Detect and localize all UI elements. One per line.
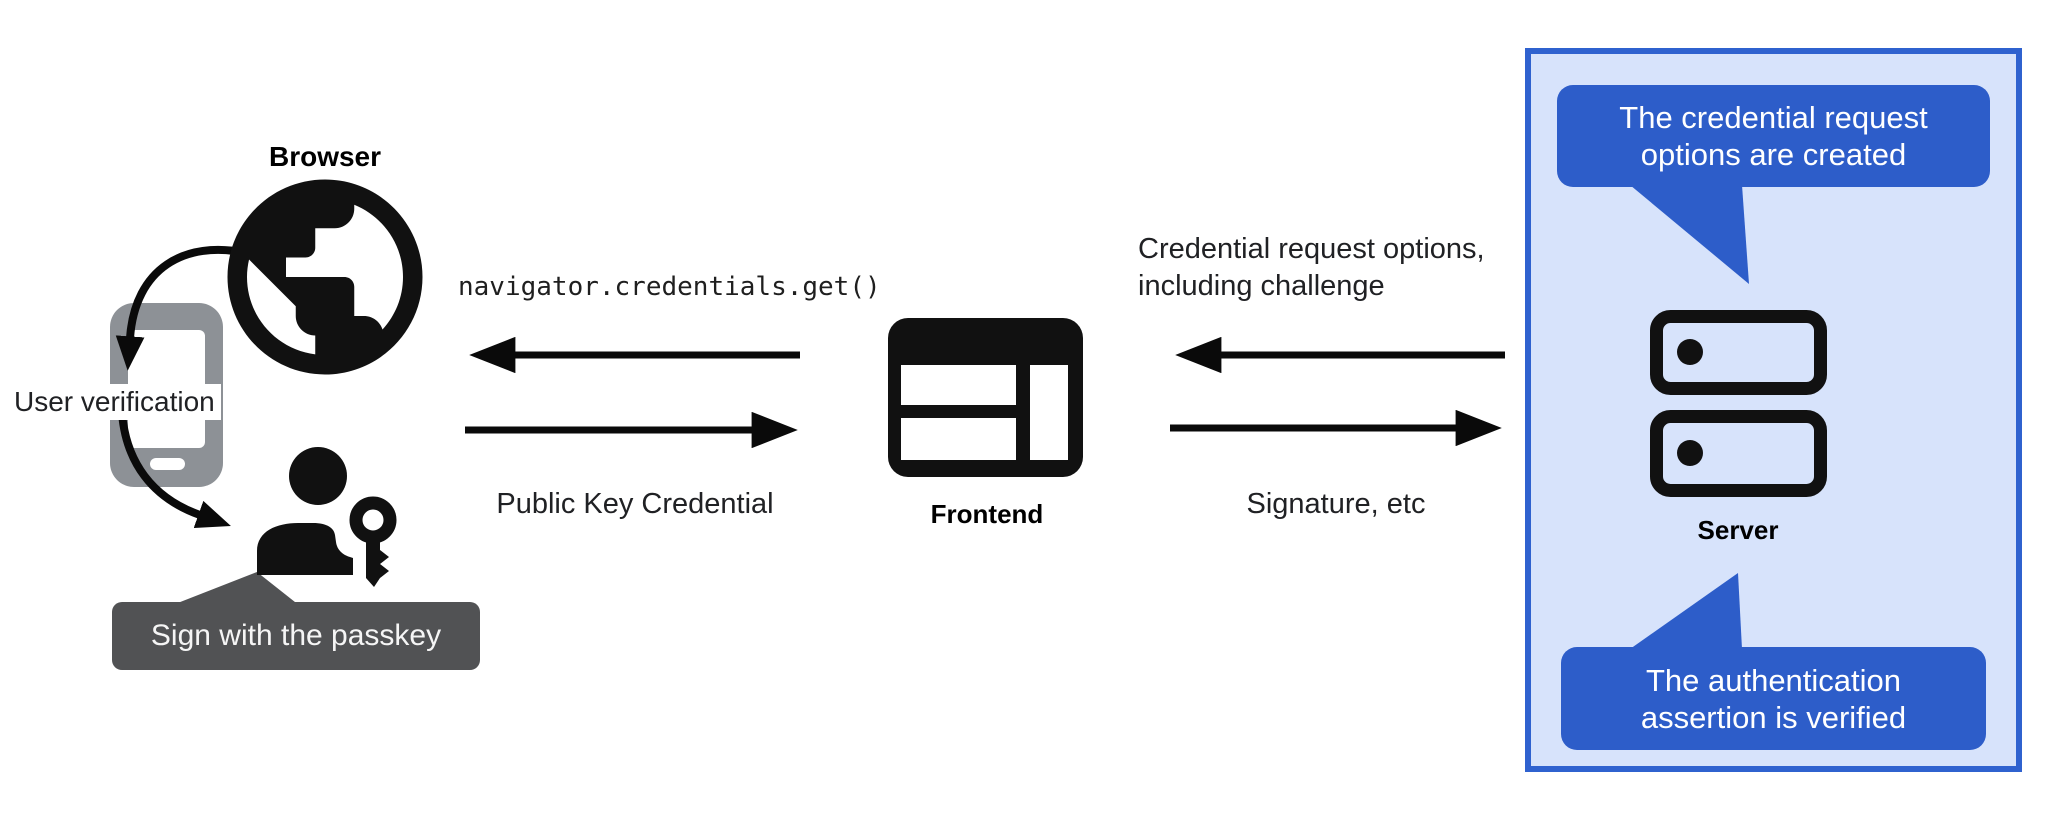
- credential-request-options-line1: Credential request options,: [1138, 233, 1485, 265]
- bubble-bottom-line1: The authentication: [1645, 662, 1902, 698]
- server-icon: [1650, 310, 1827, 497]
- globe-icon: [227, 179, 423, 375]
- bubble-top-line1: The credential request: [1619, 100, 1928, 135]
- person-icon: [257, 447, 353, 575]
- frontend-label: Frontend: [930, 499, 1044, 529]
- bubble-assertion-verified: The authentication assertion is verified: [1561, 647, 1986, 750]
- passkey-tooltip: Sign with the passkey: [112, 602, 480, 670]
- smartphone-home-bar: [150, 458, 185, 470]
- signature-label: Signature, etc: [1246, 488, 1426, 520]
- bubble-top-line2: options are created: [1640, 137, 1907, 172]
- user-verification-label: User verification: [8, 384, 221, 420]
- key-icon: [349, 496, 397, 587]
- browser-window-icon: [888, 318, 1083, 477]
- bubble-credential-request-created: The credential request options are creat…: [1557, 85, 1990, 187]
- browser-label: Browser: [268, 141, 382, 172]
- bubble-bottom-line2: assertion is verified: [1640, 699, 1907, 735]
- credential-request-options-line2: including challenge: [1138, 270, 1385, 302]
- server-label: Server: [1697, 515, 1779, 545]
- credential-request-options-label: Credential request options, including ch…: [1138, 231, 1485, 305]
- public-key-credential-label: Public Key Credential: [496, 488, 774, 520]
- passkey-person-icon: [257, 447, 397, 587]
- code-call-label: navigator.credentials.get(): [458, 272, 881, 302]
